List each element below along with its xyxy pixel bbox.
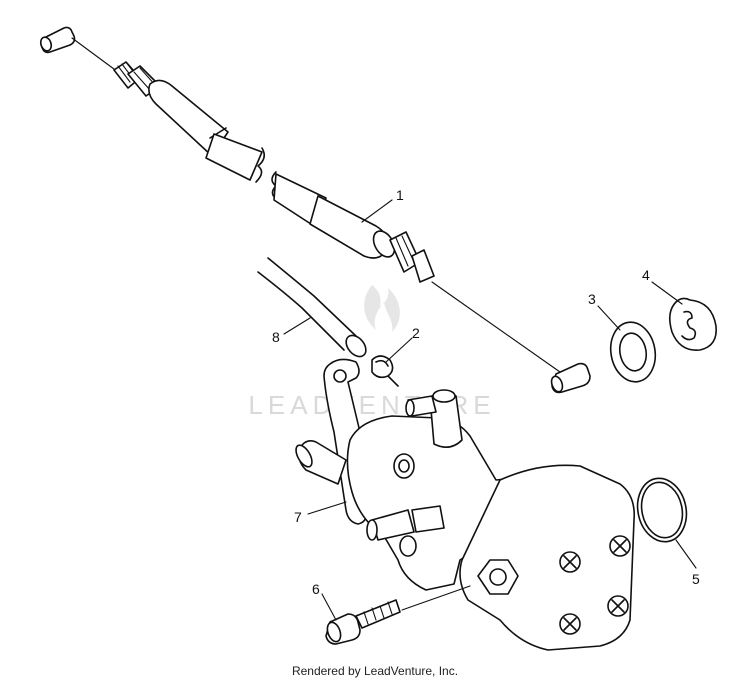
leadventure-watermark: LEADVENTURE xyxy=(248,285,491,420)
washer xyxy=(609,321,657,383)
flange-bolt xyxy=(325,599,401,645)
cover-screw xyxy=(559,613,581,635)
callout-1: 1 xyxy=(396,187,404,203)
callout-3: 3 xyxy=(588,291,596,307)
throttle-cable xyxy=(39,26,591,394)
callout-5: 5 xyxy=(692,571,700,587)
leader-lines xyxy=(283,199,697,621)
callout-7: 7 xyxy=(294,509,302,525)
oil-pump-assembly xyxy=(295,358,636,651)
oil-hose xyxy=(257,257,367,358)
cover-screw xyxy=(559,551,581,573)
callouts: 1 2 3 4 5 6 7 8 xyxy=(272,187,700,597)
cover-screw xyxy=(609,535,631,557)
retaining-clip xyxy=(668,297,717,351)
hose-clamp xyxy=(371,355,399,387)
callout-4: 4 xyxy=(642,267,650,283)
callout-2: 2 xyxy=(412,325,420,341)
render-credit: Rendered by LeadVenture, Inc. xyxy=(291,664,459,678)
callout-6: 6 xyxy=(312,581,320,597)
callout-8: 8 xyxy=(272,329,280,345)
o-ring xyxy=(636,477,688,543)
cover-screw xyxy=(607,595,629,617)
